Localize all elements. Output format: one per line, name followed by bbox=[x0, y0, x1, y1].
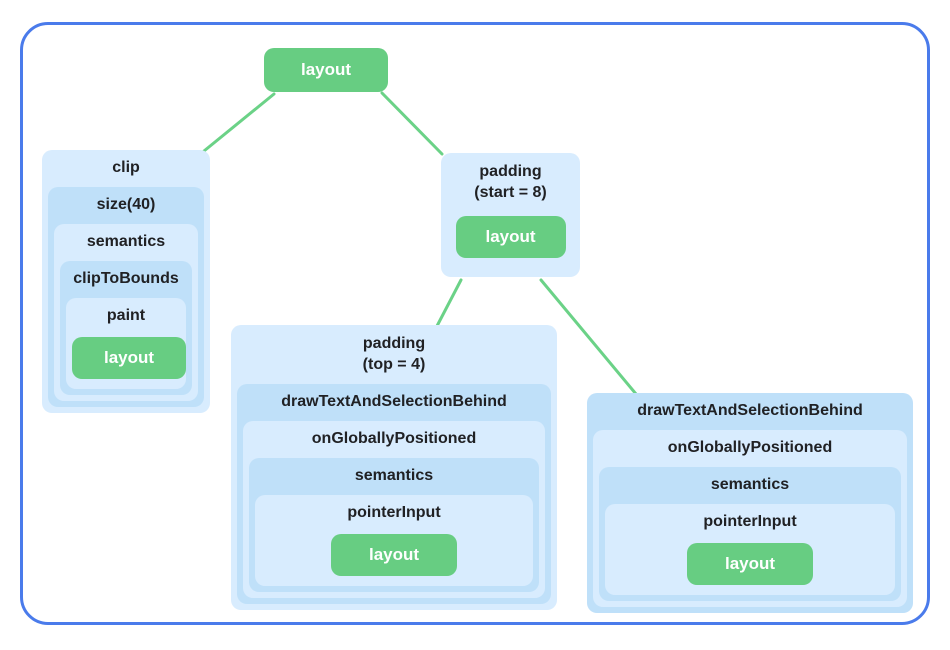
semantics-box-right: semantics pointerInput layout bbox=[599, 467, 901, 601]
drawtext-label-middle: drawTextAndSelectionBehind bbox=[281, 393, 507, 410]
padding-top-label-line2: (top = 4) bbox=[362, 356, 426, 373]
semantics-modifier-box: semantics clipToBounds paint layout bbox=[54, 224, 198, 401]
cliptobounds-modifier-box: clipToBounds paint layout bbox=[60, 261, 192, 395]
padding-top-box: padding (top = 4) drawTextAndSelectionBe… bbox=[231, 325, 557, 610]
clip-modifier-box: clip size(40) semantics clipToBounds pai… bbox=[42, 150, 210, 413]
pointerinput-label-middle: pointerInput bbox=[347, 504, 441, 521]
diagram-border-frame bbox=[20, 22, 930, 625]
pointerinput-box-right: pointerInput layout bbox=[605, 504, 895, 595]
ongloballypositioned-label-middle: onGloballyPositioned bbox=[311, 430, 477, 447]
pointerinput-label-right: pointerInput bbox=[703, 513, 797, 530]
semantics-label-right: semantics bbox=[710, 476, 790, 493]
semantics-box-middle: semantics pointerInput layout bbox=[249, 458, 539, 592]
padding-top-label-line1: padding bbox=[362, 335, 426, 352]
paint-modifier-box: paint layout bbox=[66, 298, 186, 389]
semantics-label: semantics bbox=[86, 233, 166, 250]
cliptobounds-label: clipToBounds bbox=[73, 270, 179, 287]
padding-start-label: padding (start = 8) bbox=[447, 153, 574, 212]
clip-label: clip bbox=[112, 159, 140, 176]
padding-start-label-line2: (start = 8) bbox=[474, 184, 547, 201]
padding-start-label-line1: padding bbox=[479, 163, 542, 180]
drawtext-label-right: drawTextAndSelectionBehind bbox=[637, 402, 863, 419]
size-label: size(40) bbox=[96, 196, 156, 213]
ongloballypositioned-label-right: onGloballyPositioned bbox=[667, 439, 833, 456]
size-modifier-box: size(40) semantics clipToBounds paint la… bbox=[48, 187, 204, 407]
semantics-label-middle: semantics bbox=[354, 467, 434, 484]
padding-top-layout-leaf: layout bbox=[331, 534, 457, 576]
drawtext-modifier-box-middle: drawTextAndSelectionBehind onGloballyPos… bbox=[237, 384, 551, 604]
ongloballypositioned-box-middle: onGloballyPositioned semantics pointerIn… bbox=[243, 421, 545, 598]
ongloballypositioned-box-right: onGloballyPositioned semantics pointerIn… bbox=[593, 430, 907, 607]
drawtext-box-right: drawTextAndSelectionBehind onGloballyPos… bbox=[587, 393, 913, 613]
padding-start-box: padding (start = 8) layout bbox=[441, 153, 580, 277]
paint-label: paint bbox=[106, 307, 146, 324]
clip-layout-leaf: layout bbox=[72, 337, 186, 379]
pointerinput-box-middle: pointerInput layout bbox=[255, 495, 533, 586]
root-layout-node: layout bbox=[264, 48, 388, 92]
drawtext-layout-leaf: layout bbox=[687, 543, 813, 585]
padding-start-layout-leaf: layout bbox=[455, 216, 566, 258]
padding-top-label: padding (top = 4) bbox=[237, 325, 551, 384]
